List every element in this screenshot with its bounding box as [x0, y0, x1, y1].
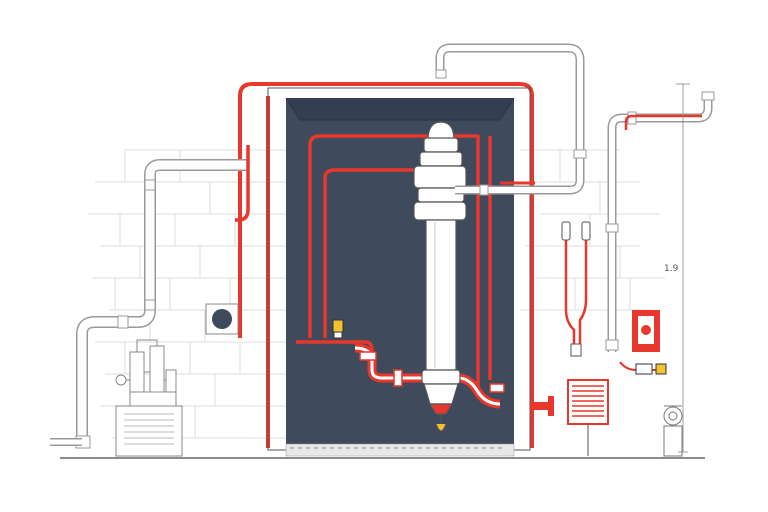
brick-wall-background	[88, 149, 665, 439]
dimension-label: 1.9	[664, 264, 679, 274]
side-valve-stub	[530, 396, 554, 416]
radiator-icon	[567, 379, 609, 456]
red-branch-pipe	[235, 145, 250, 222]
sensor-probes	[561, 221, 591, 357]
right-riser-pipe	[605, 91, 715, 352]
inline-valve	[619, 361, 667, 375]
shutoff-valve	[332, 319, 344, 339]
pressure-gauge-icon	[663, 405, 683, 457]
water-heater-tank-icon	[413, 121, 467, 432]
pipe-coupling	[489, 383, 505, 393]
sensor-lines	[564, 240, 588, 352]
hvac-unit-icon	[115, 339, 183, 457]
pipe-coupling	[359, 351, 377, 361]
pipe-coupling	[393, 369, 403, 387]
cold-supply-pipe	[435, 43, 587, 196]
control-panel-icon	[632, 310, 660, 352]
wall-vent-icon	[205, 303, 239, 335]
lower-pipe-loop	[354, 343, 505, 409]
right-hot-pipe	[624, 114, 702, 130]
gravel-bed	[285, 443, 515, 457]
left-drain-pipe	[50, 159, 250, 449]
dimension-line	[676, 83, 690, 453]
